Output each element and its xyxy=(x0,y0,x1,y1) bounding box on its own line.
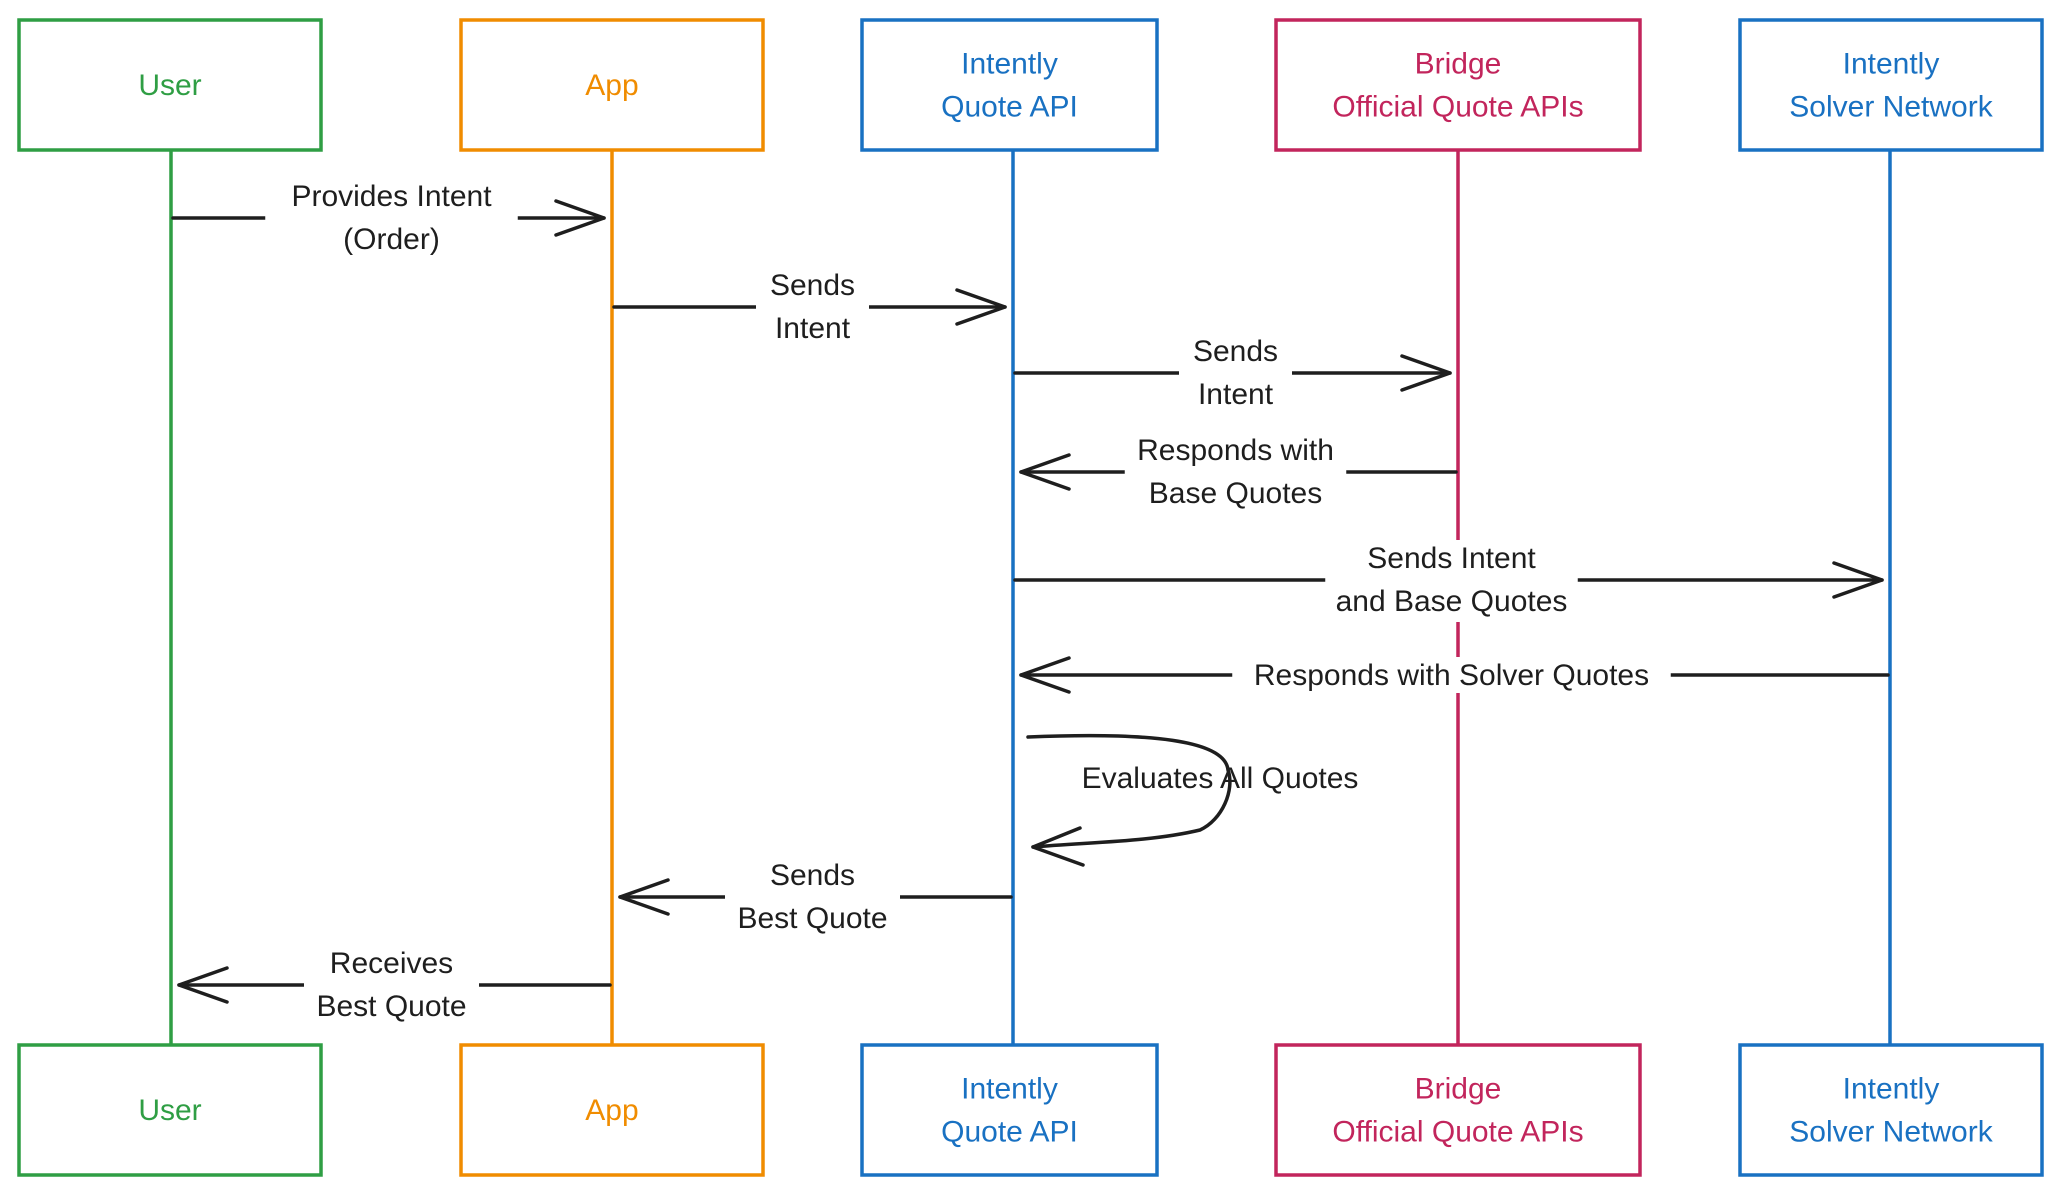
message-label: Sends xyxy=(770,269,855,302)
message-label: Best Quote xyxy=(316,990,466,1023)
label-background xyxy=(265,178,518,260)
label-background xyxy=(1325,540,1578,622)
participant-label: User xyxy=(138,1094,201,1127)
participant-label: Official Quote APIs xyxy=(1332,1116,1583,1149)
message-label: Intent xyxy=(775,312,851,345)
arrow-head xyxy=(1832,561,1884,599)
label-background xyxy=(756,267,869,349)
participant-box-app-top: App xyxy=(459,18,765,152)
arrow-head xyxy=(618,878,670,916)
message-label: Provides Intent xyxy=(291,180,492,213)
participant-label: Bridge xyxy=(1415,48,1502,81)
arrow-head xyxy=(955,288,1007,326)
participant-label: Official Quote APIs xyxy=(1332,91,1583,124)
participant-label: Intently xyxy=(961,48,1058,81)
lifelines xyxy=(169,150,1892,1045)
participant-label: App xyxy=(585,69,638,102)
self-arrow-line xyxy=(1026,733,1232,849)
message-label: and Base Quotes xyxy=(1336,585,1568,618)
participant-frame xyxy=(860,18,1159,152)
participant-label: Quote API xyxy=(941,91,1078,124)
participant-frame xyxy=(459,18,765,152)
arrow-head xyxy=(1031,826,1085,867)
participant-label: Intently xyxy=(1843,48,1940,81)
message-label: Sends Intent xyxy=(1367,542,1536,575)
arrow-head xyxy=(177,966,229,1004)
participant-frame xyxy=(1738,18,2044,152)
participant-label: App xyxy=(585,1094,638,1127)
message-label: Base Quotes xyxy=(1149,477,1322,510)
participant-box-app-bottom: App xyxy=(459,1043,765,1177)
message-label: Sends xyxy=(770,859,855,892)
message-label: Receives xyxy=(330,947,453,980)
participant-frame xyxy=(17,18,323,152)
message-1: Provides Intent (Order) xyxy=(171,178,606,260)
participant-label: User xyxy=(138,69,201,102)
arrow-head xyxy=(1400,354,1452,392)
message-label: Intent xyxy=(1198,378,1274,411)
participant-frame xyxy=(17,1043,323,1177)
participant-label: Quote API xyxy=(941,1116,1078,1149)
participant-label: Intently xyxy=(961,1073,1058,1106)
participant-frame xyxy=(1274,18,1642,152)
message-label: Best Quote xyxy=(737,902,887,935)
label-background xyxy=(725,857,900,939)
participant-label: Bridge xyxy=(1415,1073,1502,1106)
message-label: Responds with Solver Quotes xyxy=(1254,659,1649,692)
messages: Provides Intent(Order)SendsIntentSendsIn… xyxy=(171,178,1890,1027)
participant-label: Solver Network xyxy=(1789,1116,1993,1149)
label-background xyxy=(304,945,479,1027)
participant-frame xyxy=(459,1043,765,1177)
participant-box-user-bottom: User xyxy=(17,1043,323,1177)
participant-box-user-top: User xyxy=(17,18,323,152)
message-label: Sends xyxy=(1193,335,1278,368)
message-label: Evaluates All Quotes xyxy=(1082,762,1359,795)
participant-label: Solver Network xyxy=(1789,91,1993,124)
message-5: Sends Intent and Base Quotes xyxy=(1013,540,1884,622)
label-background xyxy=(1179,333,1292,415)
message-7: Evaluates All Quotes xyxy=(1026,733,1359,867)
label-background xyxy=(1124,432,1347,514)
participant-frame xyxy=(1274,1043,1642,1177)
label-background xyxy=(1232,657,1671,693)
message-6: Responds with Solver Quotes xyxy=(1019,656,1890,694)
message-label: (Order) xyxy=(343,223,440,256)
arrow-head xyxy=(1019,656,1071,694)
participant-frame xyxy=(1738,1043,2044,1177)
message-label: Responds with xyxy=(1137,434,1334,467)
participant-frame xyxy=(860,1043,1159,1177)
arrow-head xyxy=(1019,453,1071,491)
arrow-head xyxy=(554,199,606,237)
participant-label: Intently xyxy=(1843,1073,1940,1106)
